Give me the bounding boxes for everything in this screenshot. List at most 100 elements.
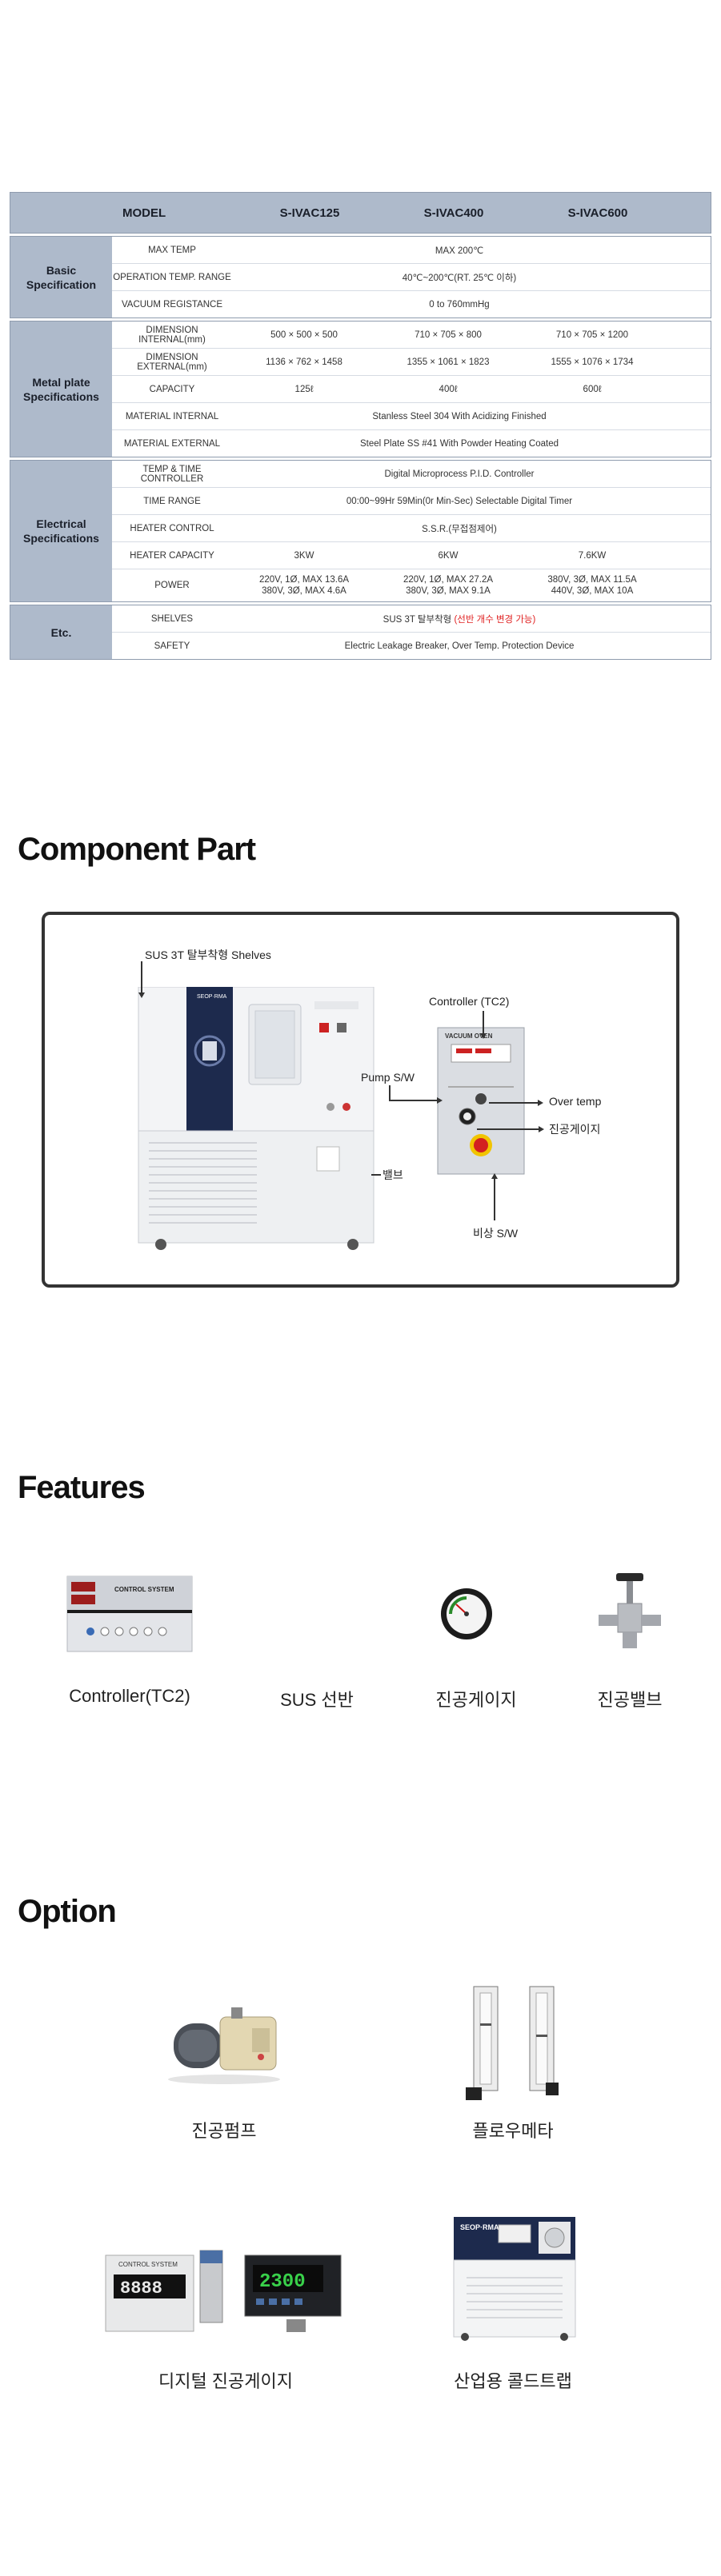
table-row: DIMENSION INTERNAL(mm) 500 × 500 × 500 7… xyxy=(112,322,711,349)
row-label: TIME RANGE xyxy=(143,496,201,506)
row-label: CAPACITY xyxy=(149,384,195,394)
option-cold-trap: 산업용 콜드트랩 xyxy=(454,2371,572,2391)
label-pump-sw: Pump S/W xyxy=(361,1071,415,1084)
gauge-readout-1: 8888 xyxy=(120,2278,162,2298)
gauge-panel-label: CONTROL SYSTEM xyxy=(118,2261,178,2268)
model-header: MODEL xyxy=(122,206,166,220)
group-metal-plate: Metal plate Specifications DIMENSION INT… xyxy=(10,321,711,457)
row-value: 1355 × 1061 × 1823 xyxy=(407,357,490,367)
row-value: MAX 200℃ xyxy=(435,246,484,256)
row-value: 600ℓ xyxy=(583,384,602,394)
row-label: DIMENSION EXTERNAL(mm) xyxy=(137,352,207,372)
component-title: Component Part xyxy=(18,832,256,867)
row-value: 220V, 1Ø, MAX 13.6A 380V, 3Ø, MAX 4.6A xyxy=(258,575,350,596)
row-value: 380V, 3Ø, MAX 11.5A 440V, 3Ø, MAX 10A xyxy=(547,575,637,596)
row-label: MATERIAL INTERNAL xyxy=(125,411,219,421)
component-diagram: SEOP·RMA VACUUM OVEN xyxy=(42,912,679,1288)
row-value: 7.6KW xyxy=(578,550,607,561)
row-value: 40℃~200℃(RT. 25℃ 이하) xyxy=(402,273,517,283)
spec-header: MODEL S-IVAC125 S-IVAC400 S-IVAC600 xyxy=(10,192,711,234)
table-row: DIMENSION EXTERNAL(mm) 1136 × 762 × 1458… xyxy=(112,349,711,376)
table-row: MATERIAL EXTERNAL Steel Plate SS #41 Wit… xyxy=(112,430,711,457)
table-row: OPERATION TEMP. RANGE 40℃~200℃(RT. 25℃ 이… xyxy=(112,264,711,291)
model-s-ivac125: S-IVAC125 xyxy=(279,206,340,220)
row-label: DIMENSION INTERNAL(mm) xyxy=(138,325,206,345)
row-label: MAX TEMP xyxy=(148,245,196,255)
table-row: SAFETY Electric Leakage Breaker, Over Te… xyxy=(112,633,711,659)
row-label: SAFETY xyxy=(154,641,190,651)
controller-screen-text: CONTROL SYSTEM xyxy=(114,1586,174,1593)
model-s-ivac600: S-IVAC600 xyxy=(567,206,628,220)
shelves-value: SUS 3T 탈부착형 xyxy=(383,614,452,625)
row-value: 125ℓ xyxy=(294,384,314,394)
row-value: S.S.R.(무접점제어) xyxy=(422,524,497,534)
vacuum-pump-image xyxy=(168,2007,280,2084)
svg-text:VACUUM OVEN: VACUUM OVEN xyxy=(445,1032,493,1040)
row-value: 0 to 760mmHg xyxy=(429,299,490,310)
label-emergency-sw: 비상 S/W xyxy=(473,1227,519,1240)
label-shelves: SUS 3T 탈부착형 Shelves xyxy=(145,949,271,961)
row-value: 1136 × 762 × 1458 xyxy=(266,357,342,367)
row-value: 710 × 705 × 1200 xyxy=(555,329,629,340)
cold-trap-brand: SEOP·RMA xyxy=(460,2223,499,2231)
table-row: CAPACITY 125ℓ 400ℓ 600ℓ xyxy=(112,376,711,403)
group-electrical: Electrical Specifications TEMP & TIME CO… xyxy=(10,460,711,602)
group-label: Electrical Specifications xyxy=(10,461,112,601)
shelves-note: (선반 개수 변경 가능) xyxy=(454,614,536,625)
table-row: TIME RANGE 00:00~99Hr 59Min(0r Min-Sec) … xyxy=(112,488,711,515)
row-value: Steel Plate SS #41 With Powder Heating C… xyxy=(359,438,559,449)
row-label: POWER xyxy=(154,581,190,590)
table-row: SHELVES SUS 3T 탈부착형 (선반 개수 변경 가능) xyxy=(112,605,711,633)
row-value: Stanless Steel 304 With Acidizing Finish… xyxy=(372,411,547,421)
gauge-readout-2: 2300 xyxy=(259,2271,306,2293)
row-label: SHELVES xyxy=(150,613,194,624)
controller-tc2-image: CONTROL SYSTEM xyxy=(66,1576,193,1652)
row-value: 710 × 705 × 800 xyxy=(415,329,482,340)
svg-text:SEOP·RMA: SEOP·RMA xyxy=(197,994,227,1000)
spec-table: MODEL S-IVAC125 S-IVAC400 S-IVAC600 Basi… xyxy=(10,192,711,660)
row-value: SUS 3T 탈부착형 (선반 개수 변경 가능) xyxy=(232,613,711,625)
features-title: Features xyxy=(18,1470,146,1505)
row-value: 220V, 1Ø, MAX 27.2A 380V, 3Ø, MAX 9.1A xyxy=(403,575,494,596)
row-label: VACUUM REGISTANCE xyxy=(121,299,223,310)
group-label: Basic Specification xyxy=(10,237,112,318)
row-value: Digital Microprocess P.I.D. Controller xyxy=(384,469,535,479)
row-value: 6KW xyxy=(438,550,459,561)
group-label: Etc. xyxy=(10,605,112,659)
label-controller: Controller (TC2) xyxy=(429,995,510,1008)
control-panel-image: VACUUM OVEN xyxy=(437,1027,525,1175)
table-row: MATERIAL INTERNAL Stanless Steel 304 Wit… xyxy=(112,403,711,430)
row-label: OPERATION TEMP. RANGE xyxy=(113,272,231,282)
label-gauge: 진공게이지 xyxy=(549,1123,601,1136)
row-label: TEMP & TIME CONTROLLER xyxy=(140,464,204,484)
option-title: Option xyxy=(18,1894,117,1929)
vacuum-gauge-image xyxy=(441,1588,492,1639)
row-value: Electric Leakage Breaker, Over Temp. Pro… xyxy=(344,641,575,651)
row-label: HEATER CAPACITY xyxy=(130,550,214,561)
group-label: Metal plate Specifications xyxy=(10,322,112,457)
label-over-temp: Over temp xyxy=(549,1095,602,1108)
option-digital-vacuum-gauge: 디지털 진공게이지 xyxy=(158,2371,294,2391)
model-s-ivac400: S-IVAC400 xyxy=(423,206,484,220)
label-valve: 밸브 xyxy=(383,1168,403,1181)
row-value: 3KW xyxy=(294,550,314,561)
row-label: HEATER CONTROL xyxy=(130,523,214,533)
row-label: MATERIAL EXTERNAL xyxy=(123,438,221,449)
option-flowmeter: 플로우메타 xyxy=(472,2121,554,2141)
flowmeter-image xyxy=(466,1986,559,2100)
group-basic: Basic Specification MAX TEMP MAX 200℃ OP… xyxy=(10,236,711,318)
table-row: HEATER CONTROL S.S.R.(무접점제어) xyxy=(112,515,711,542)
table-row: HEATER CAPACITY 3KW 6KW 7.6KW xyxy=(112,542,711,569)
table-row: TEMP & TIME CONTROLLER Digital Microproc… xyxy=(112,461,711,488)
row-value: 500 × 500 × 500 xyxy=(270,329,338,340)
table-row: VACUUM REGISTANCE 0 to 760mmHg xyxy=(112,291,711,318)
feature-vacuum-valve: 진공밸브 xyxy=(597,1690,663,1710)
digital-vacuum-gauge-image: CONTROL SYSTEM 8888 2300 xyxy=(105,2250,342,2332)
option-vacuum-pump: 진공펌프 xyxy=(191,2121,257,2141)
row-value: 00:00~99Hr 59Min(0r Min-Sec) Selectable … xyxy=(346,496,573,506)
table-row: POWER 220V, 1Ø, MAX 13.6A 380V, 3Ø, MAX … xyxy=(112,569,711,601)
row-value: 1555 × 1076 × 1734 xyxy=(551,357,634,367)
feature-vacuum-gauge: 진공게이지 xyxy=(435,1690,517,1710)
feature-controller-tc2: Controller(TC2) xyxy=(69,1686,190,1706)
group-etc: Etc. SHELVES SUS 3T 탈부착형 (선반 개수 변경 가능) S… xyxy=(10,605,711,660)
